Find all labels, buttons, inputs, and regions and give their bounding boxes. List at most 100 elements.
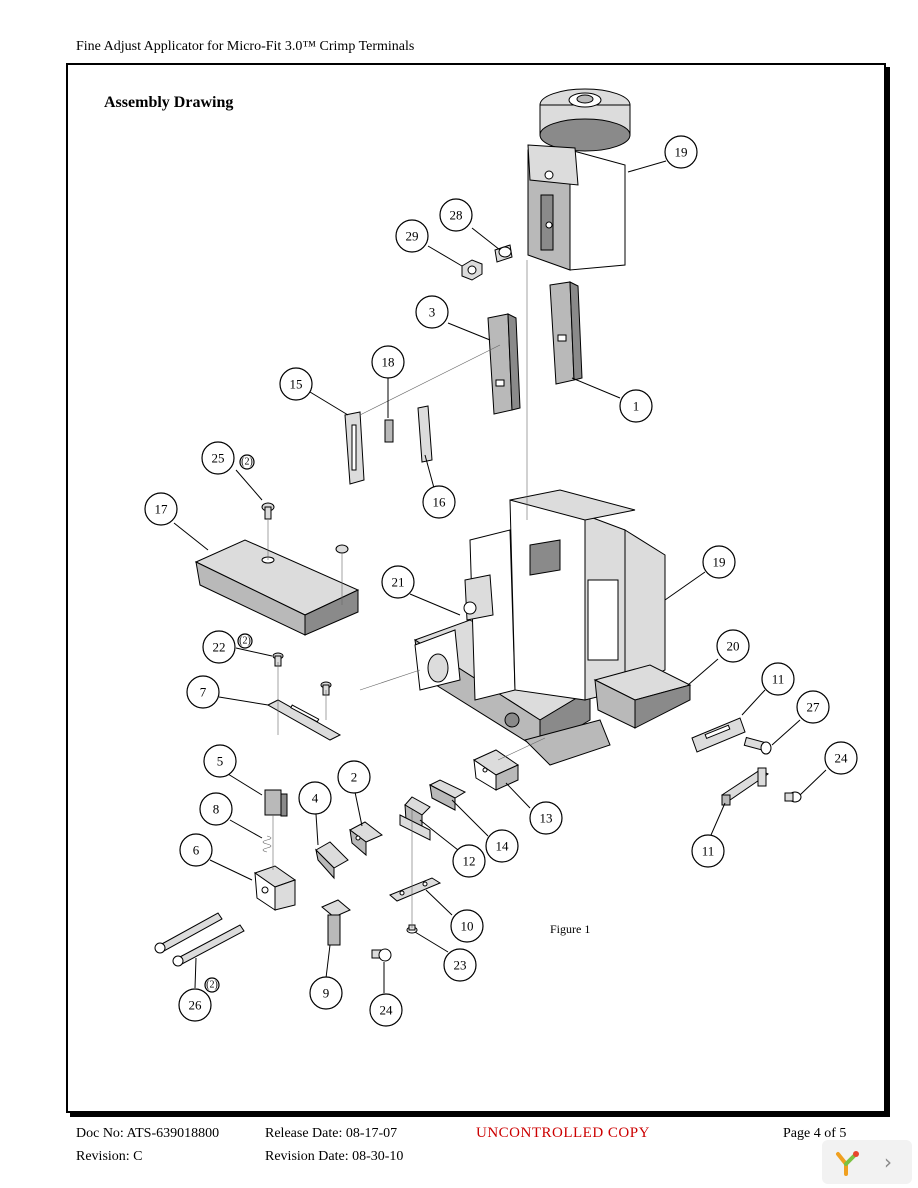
svg-text:(2): (2) (206, 980, 218, 991)
callout-26-qty: (2) (204, 977, 220, 993)
part-nut-29 (461, 259, 483, 281)
part-screw-27 (743, 736, 772, 755)
part-strip-7 (266, 699, 342, 741)
svg-text:21: 21 (392, 575, 405, 590)
svg-text:27: 27 (807, 700, 821, 715)
part-strip-10 (389, 877, 442, 902)
part-base-assembly (413, 489, 666, 766)
part-spring-8 (262, 835, 272, 853)
callout-28: 28 (439, 198, 473, 232)
part-12 (399, 796, 431, 841)
callout-24-bottom: 24 (369, 993, 403, 1027)
part-16 (417, 405, 433, 463)
part-plate-17 (194, 539, 360, 636)
svg-text:8: 8 (213, 802, 220, 817)
svg-text:(2): (2) (241, 457, 253, 468)
callout-leaders (173, 160, 827, 993)
svg-text:23: 23 (454, 958, 467, 973)
callout-16: 16 (422, 485, 456, 519)
svg-text:19: 19 (713, 555, 726, 570)
callout-19-top: 19 (664, 135, 698, 169)
svg-text:25: 25 (212, 451, 225, 466)
assembly-axis-lines (267, 260, 546, 928)
callout-15: 15 (279, 367, 313, 401)
svg-text:19: 19 (675, 145, 688, 160)
part-punch-3 (487, 313, 521, 415)
callout-22-qty: (2) (237, 633, 253, 649)
svg-text:10: 10 (461, 919, 474, 934)
callout-6: 6 (179, 833, 213, 867)
callout-24-right: 24 (824, 741, 858, 775)
callout-9: 9 (309, 976, 343, 1010)
part-9 (321, 899, 351, 946)
callout-3: 3 (415, 295, 449, 329)
svg-text:14: 14 (496, 839, 510, 854)
part-20 (593, 664, 692, 729)
svg-text:6: 6 (193, 843, 200, 858)
svg-text:11: 11 (702, 844, 715, 859)
part-screw-24-bottom (371, 948, 392, 962)
callout-12: 12 (452, 844, 486, 878)
svg-text:11: 11 (772, 672, 785, 687)
svg-text:4: 4 (312, 791, 319, 806)
svg-text:13: 13 (540, 811, 553, 826)
part-block-6 (253, 865, 297, 911)
svg-text:26: 26 (189, 998, 203, 1013)
svg-text:2: 2 (351, 770, 358, 785)
footer-page-number: Page 4 of 5 (783, 1126, 847, 1141)
callout-8: 8 (199, 792, 233, 826)
callout-22: 22 (202, 630, 236, 664)
callout-14: 14 (485, 829, 519, 863)
part-14 (428, 779, 467, 811)
part-11-lower (721, 767, 769, 806)
part-11-upper (691, 717, 746, 753)
callout-23: 23 (443, 948, 477, 982)
svg-text:9: 9 (323, 986, 330, 1001)
svg-text:29: 29 (406, 229, 419, 244)
callout-2: 2 (337, 760, 371, 794)
part-5 (264, 789, 288, 817)
chevron-right-icon[interactable]: › (884, 1150, 892, 1174)
svg-text:18: 18 (382, 355, 395, 370)
callout-11-upper: 11 (761, 662, 795, 696)
part-screw-24-right (784, 791, 802, 803)
callout-7: 7 (186, 675, 220, 709)
svg-text:1: 1 (633, 399, 640, 414)
part-block-13 (472, 749, 520, 791)
svg-text:12: 12 (463, 854, 476, 869)
callout-13: 13 (529, 801, 563, 835)
svg-text:20: 20 (727, 639, 740, 654)
section-title: Assembly Drawing (104, 94, 234, 111)
svg-text:3: 3 (429, 305, 436, 320)
part-screw-25 (261, 502, 275, 520)
callout-17: 17 (144, 492, 178, 526)
part-ram-assembly-top (527, 88, 631, 271)
svg-text:5: 5 (217, 754, 224, 769)
part-15 (344, 411, 365, 485)
footer-release-date: Release Date: 08-17-07 (265, 1126, 398, 1141)
svg-text:7: 7 (200, 685, 207, 700)
footer-doc-no: Doc No: ATS-639018800 (76, 1126, 220, 1141)
callout-21: 21 (381, 565, 415, 599)
part-2 (349, 821, 383, 857)
callout-10: 10 (450, 909, 484, 943)
part-screws-22 (272, 652, 332, 696)
uncontrolled-copy-stamp: UNCONTROLLED COPY (476, 1125, 650, 1141)
part-screws-26 (154, 912, 245, 967)
part-punch-1 (549, 281, 583, 385)
footer-revision-date: Revision Date: 08-30-10 (265, 1149, 404, 1164)
svg-text:16: 16 (433, 495, 447, 510)
viewer-logo-icon (836, 1151, 859, 1176)
svg-text:17: 17 (155, 502, 169, 517)
svg-text:(2): (2) (239, 636, 251, 647)
svg-text:28: 28 (450, 208, 463, 223)
footer-revision: Revision: C (76, 1149, 143, 1164)
document-header-title: Fine Adjust Applicator for Micro-Fit 3.0… (76, 39, 415, 54)
callout-5: 5 (203, 744, 237, 778)
svg-text:24: 24 (380, 1003, 394, 1018)
callout-11-lower: 11 (691, 834, 725, 868)
callout-4: 4 (298, 781, 332, 815)
callout-25: 25 (201, 441, 235, 475)
callout-27: 27 (796, 690, 830, 724)
svg-text:22: 22 (213, 640, 226, 655)
